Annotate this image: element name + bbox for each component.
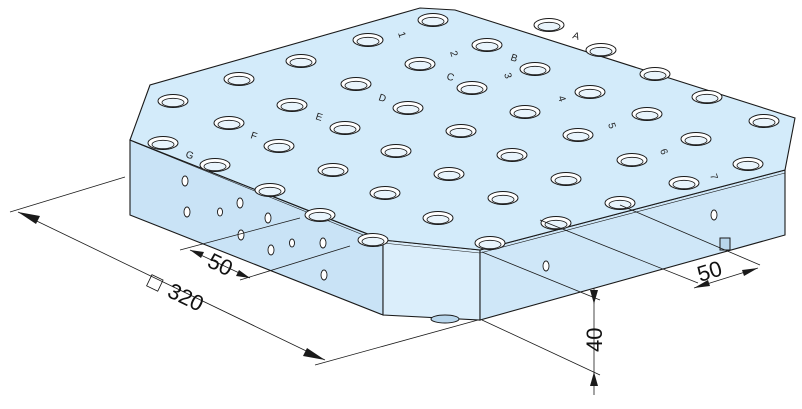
arrowhead-overall-start: [18, 212, 40, 224]
dimension-height: 40: [481, 251, 607, 395]
grid-labels: A B C D E F G 1 2 3 4 5 6 7: [184, 30, 719, 181]
counterbored-hole: [519, 62, 551, 76]
row-label-g: G: [184, 149, 195, 162]
counterbored-hole: [285, 54, 317, 68]
counterbored-hole: [639, 67, 671, 81]
counterbored-hole: [263, 139, 295, 153]
counterbored-hole: [631, 107, 663, 121]
counterbored-hole: [732, 157, 764, 171]
row-label-f: F: [249, 130, 258, 142]
arrowhead-pitch-left-end: [236, 270, 250, 278]
arrowhead-pitch-left-start: [190, 250, 204, 258]
side-hole: [319, 237, 327, 249]
chamfer-side-face: [382, 239, 481, 321]
side-hole: [264, 212, 272, 224]
side-hole: [710, 209, 718, 221]
column-label-7: 7: [707, 173, 719, 182]
counterbored-hole: [304, 208, 336, 222]
counterbored-hole: [422, 211, 454, 225]
arrowhead-height-top: [590, 290, 598, 304]
counterbored-hole: [317, 163, 349, 177]
side-holes-group: [181, 175, 718, 281]
counterbored-hole: [533, 18, 565, 32]
extension-line-left: [9, 176, 126, 213]
side-hole: [542, 260, 550, 272]
height-value: 40: [582, 328, 607, 352]
side-hole: [183, 206, 191, 218]
counterbored-hole: [668, 176, 700, 190]
extension-line-pitch-right-a: [539, 219, 699, 284]
counterbored-hole: [404, 57, 436, 71]
counterbored-hole: [199, 158, 231, 172]
counterbored-hole: [585, 43, 617, 57]
row-label-a: A: [571, 30, 581, 43]
arrowhead-height-bottom: [590, 372, 598, 386]
top-holes-group: [147, 13, 780, 250]
counterbored-hole: [352, 33, 384, 47]
extension-line-height-top: [481, 251, 601, 301]
counterbored-hole: [456, 81, 488, 95]
counterbored-hole: [680, 132, 712, 146]
arrowhead-pitch-right-end: [742, 268, 758, 276]
counterbored-hole: [433, 167, 465, 181]
locating-pin: [430, 314, 460, 324]
column-label-4: 4: [555, 95, 567, 104]
counterbored-hole: [562, 128, 594, 142]
counterbored-hole: [213, 116, 245, 130]
counterbored-hole: [616, 153, 648, 167]
counterbored-hole: [487, 191, 519, 205]
row-label-c: C: [445, 71, 455, 84]
pitch-right-value: 50: [694, 256, 725, 287]
counterbored-hole: [604, 196, 636, 210]
column-label-2: 2: [447, 50, 459, 59]
column-label-1: 1: [395, 31, 407, 40]
side-hole: [289, 238, 295, 248]
arrowhead-overall-end: [303, 348, 325, 360]
counterbored-hole: [392, 101, 424, 115]
row-label-d: D: [377, 92, 387, 105]
extension-line-pitch-left-b: [239, 245, 351, 281]
dimension-line-overall: [17, 211, 326, 361]
counterbored-hole: [471, 38, 503, 52]
counterbored-hole: [340, 77, 372, 91]
counterbored-hole: [496, 148, 528, 162]
counterbored-hole: [445, 124, 477, 138]
counterbored-hole: [276, 98, 308, 112]
side-hole: [267, 244, 275, 256]
counterbored-hole: [417, 13, 449, 27]
counterbored-hole: [223, 72, 255, 86]
side-hole: [237, 229, 245, 241]
counterbored-hole: [369, 186, 401, 200]
counterbored-hole: [691, 90, 723, 104]
counterbored-hole: [157, 94, 189, 108]
counterbored-hole: [550, 172, 582, 186]
row-label-b: B: [509, 52, 519, 65]
counterbored-hole: [147, 136, 179, 150]
counterbored-hole: [474, 236, 506, 250]
counterbored-hole: [380, 144, 412, 158]
column-label-3: 3: [501, 72, 513, 81]
side-hole: [320, 269, 328, 281]
side-hole: [181, 175, 189, 187]
extension-line-height-bottom: [481, 319, 601, 376]
counterbored-hole: [540, 216, 572, 230]
counterbored-hole: [748, 114, 780, 128]
row-label-e: E: [314, 111, 324, 124]
counterbored-hole: [357, 233, 389, 247]
extension-line-pitch-left-a: [179, 217, 301, 251]
overall-dimension-value: 320: [164, 278, 208, 316]
counterbored-hole: [254, 183, 286, 197]
arrowhead-pitch-right-start: [694, 280, 710, 288]
extension-line-front: [314, 319, 479, 366]
column-label-5: 5: [605, 122, 617, 131]
counterbored-hole: [329, 121, 361, 135]
column-label-6: 6: [657, 148, 669, 157]
side-hole: [217, 207, 223, 217]
counterbored-hole: [509, 105, 541, 119]
counterbored-hole: [574, 85, 606, 99]
side-hole: [236, 197, 244, 209]
extension-line-pitch-right-b: [619, 204, 761, 266]
